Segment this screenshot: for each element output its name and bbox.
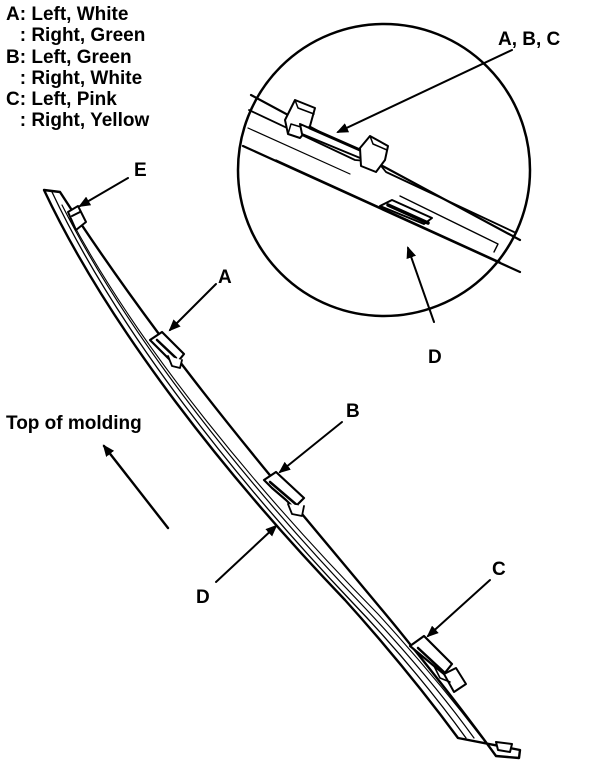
clip-e bbox=[67, 205, 87, 231]
legend-row-a-right: A: Right, Green bbox=[6, 25, 149, 46]
inset-molding-line-5 bbox=[275, 159, 501, 263]
molding-outer-edge bbox=[42, 188, 522, 760]
legend-letter-a: A bbox=[6, 4, 20, 25]
clip-color-legend: A: Left, White A: Right, Green B: Left, … bbox=[6, 4, 149, 132]
top-of-molding-arrow bbox=[102, 444, 170, 530]
label-b: B bbox=[346, 401, 360, 422]
label-d-inset: D bbox=[428, 347, 442, 368]
label-c: C bbox=[492, 559, 506, 580]
legend-b-left: : Left, Green bbox=[19, 46, 132, 68]
detail-inset bbox=[236, 22, 532, 318]
legend-c-right: : Right, Yellow bbox=[19, 110, 150, 132]
leader-d-main bbox=[215, 524, 278, 583]
legend-row-c: C: Left, Pink bbox=[6, 89, 149, 110]
leader-d-inset bbox=[406, 246, 435, 323]
molding-inner-line-1 bbox=[51, 191, 467, 739]
inset-molding-line-4 bbox=[247, 127, 351, 175]
legend-row-c-right: C: Right, Yellow bbox=[6, 110, 150, 132]
label-e: E bbox=[134, 160, 147, 181]
legend-b-right: : Right, White bbox=[19, 67, 143, 89]
inset-clip bbox=[284, 99, 389, 173]
legend-letter-c: C bbox=[6, 89, 20, 111]
clip-b bbox=[262, 470, 306, 517]
label-top-of-molding: Top of molding bbox=[6, 413, 142, 434]
legend-c-left: : Left, Pink bbox=[19, 89, 117, 111]
legend-a-right: : Right, Green bbox=[19, 25, 146, 47]
inset-molding-line-3 bbox=[241, 144, 522, 274]
molding-end-cap bbox=[495, 741, 513, 753]
molding-inner-line-2 bbox=[61, 204, 475, 739]
leader-c bbox=[426, 579, 491, 638]
label-d-main: D bbox=[196, 587, 210, 608]
leader-abc bbox=[336, 49, 513, 133]
leader-lines bbox=[78, 49, 513, 638]
leader-a bbox=[168, 283, 217, 332]
main-molding bbox=[42, 188, 522, 760]
leader-b bbox=[278, 421, 343, 474]
legend-letter-b: B bbox=[6, 46, 20, 68]
clip-a bbox=[148, 330, 186, 369]
inset-molding-line-6 bbox=[399, 195, 499, 253]
legend-row-b: B: Left, Green bbox=[6, 47, 149, 68]
molding-inner-line-3 bbox=[69, 217, 483, 739]
clip-c bbox=[408, 634, 467, 693]
inset-slot-d bbox=[379, 199, 433, 225]
label-abc: A, B, C bbox=[498, 29, 561, 50]
legend-a-left: : Left, White bbox=[19, 4, 129, 25]
legend-row-a: A: Left, White bbox=[6, 4, 149, 25]
leader-e bbox=[78, 177, 129, 208]
label-a: A bbox=[218, 267, 232, 288]
legend-row-b-right: B: Right, White bbox=[6, 68, 149, 89]
